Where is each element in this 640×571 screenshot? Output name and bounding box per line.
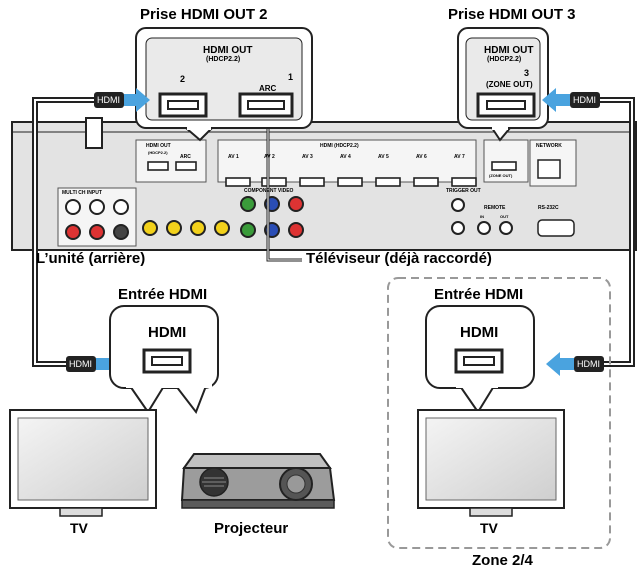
bubble-left-shape xyxy=(109,305,219,415)
label-unit-rear: L’unité (arrière) xyxy=(36,250,146,267)
plug-bottom-right-text: HDMI xyxy=(577,359,600,369)
zoom3-hdmi-out: HDMI OUT xyxy=(484,45,534,56)
panel-av5: AV 5 xyxy=(378,154,389,160)
bubble-right-text: HDMI xyxy=(460,324,499,341)
zone-region xyxy=(387,277,611,549)
panel-component: COMPONENT VIDEO xyxy=(244,188,294,194)
zoom2-hdmi-out: HDMI OUT xyxy=(203,45,253,56)
plug-top-right-text: HDMI xyxy=(573,95,596,105)
panel-network: NETWORK xyxy=(536,143,562,149)
label-tv-connected: Téléviseur (déjà raccordé) xyxy=(306,250,492,267)
zoom2-arc: ARC xyxy=(259,84,277,93)
zoom2-hdcp: (HDCP2.2) xyxy=(206,56,241,63)
zoom2-port2: 2 xyxy=(180,74,186,84)
tv-left-icon xyxy=(9,409,157,517)
plug-top-right xyxy=(542,88,600,112)
plug-top-left-text: HDMI xyxy=(97,95,120,105)
panel-in: IN xyxy=(480,214,484,219)
panel-av6: AV 6 xyxy=(416,154,427,160)
projector-icon xyxy=(180,453,336,509)
label-out2-title: Prise HDMI OUT 2 xyxy=(140,6,268,23)
zoom2-port1: 1 xyxy=(288,72,294,82)
panel-av3: AV 3 xyxy=(302,154,313,160)
panel-trigger: TRIGGER OUT xyxy=(446,188,481,194)
bubble-right-shape xyxy=(425,305,535,414)
panel-av4: AV 4 xyxy=(340,154,351,160)
zoom-callout-out2 xyxy=(135,27,313,142)
panel-out: OUT xyxy=(500,214,509,219)
zoom3-hdcp: (HDCP2.2) xyxy=(487,56,522,63)
unit-rear-panel xyxy=(11,117,637,251)
tv-right-icon xyxy=(417,409,565,517)
panel-hdcp: (HDCP2.2) xyxy=(148,150,168,155)
zoom-callout-out3 xyxy=(457,27,549,142)
plug-bottom-left-text: HDMI xyxy=(69,359,92,369)
panel-arc: ARC xyxy=(180,154,191,160)
panel-hdmi-in-header: HDMI (HDCP2.2) xyxy=(320,143,359,149)
label-out3-title: Prise HDMI OUT 3 xyxy=(448,6,576,23)
label-zone: Zone 2/4 xyxy=(472,552,533,569)
bubble-left-text: HDMI xyxy=(148,324,187,341)
panel-multi-ch: MULTI CH INPUT xyxy=(62,190,102,196)
panel-hdmi-out: HDMI OUT xyxy=(146,143,171,149)
label-hdmi-input-left: Entrée HDMI xyxy=(118,286,208,303)
plug-top-left xyxy=(94,88,150,112)
label-tv-right: TV xyxy=(480,520,498,536)
panel-remote: REMOTE xyxy=(484,205,506,211)
panel-rs232c: RS-232C xyxy=(538,205,559,211)
panel-zone-out: (ZONE OUT) xyxy=(489,173,513,178)
label-projector: Projecteur xyxy=(214,520,289,537)
panel-av1: AV 1 xyxy=(228,154,239,160)
zoom3-port3: 3 xyxy=(524,68,530,78)
label-hdmi-input-right: Entrée HDMI xyxy=(434,286,524,303)
label-tv-left: TV xyxy=(70,520,88,536)
cables xyxy=(32,97,635,367)
plug-bottom-right xyxy=(546,352,604,376)
panel-av2: AV 2 xyxy=(264,154,275,160)
panel-av7: AV 7 xyxy=(454,154,465,160)
zoom3-zone-out: (ZONE OUT) xyxy=(486,80,533,89)
